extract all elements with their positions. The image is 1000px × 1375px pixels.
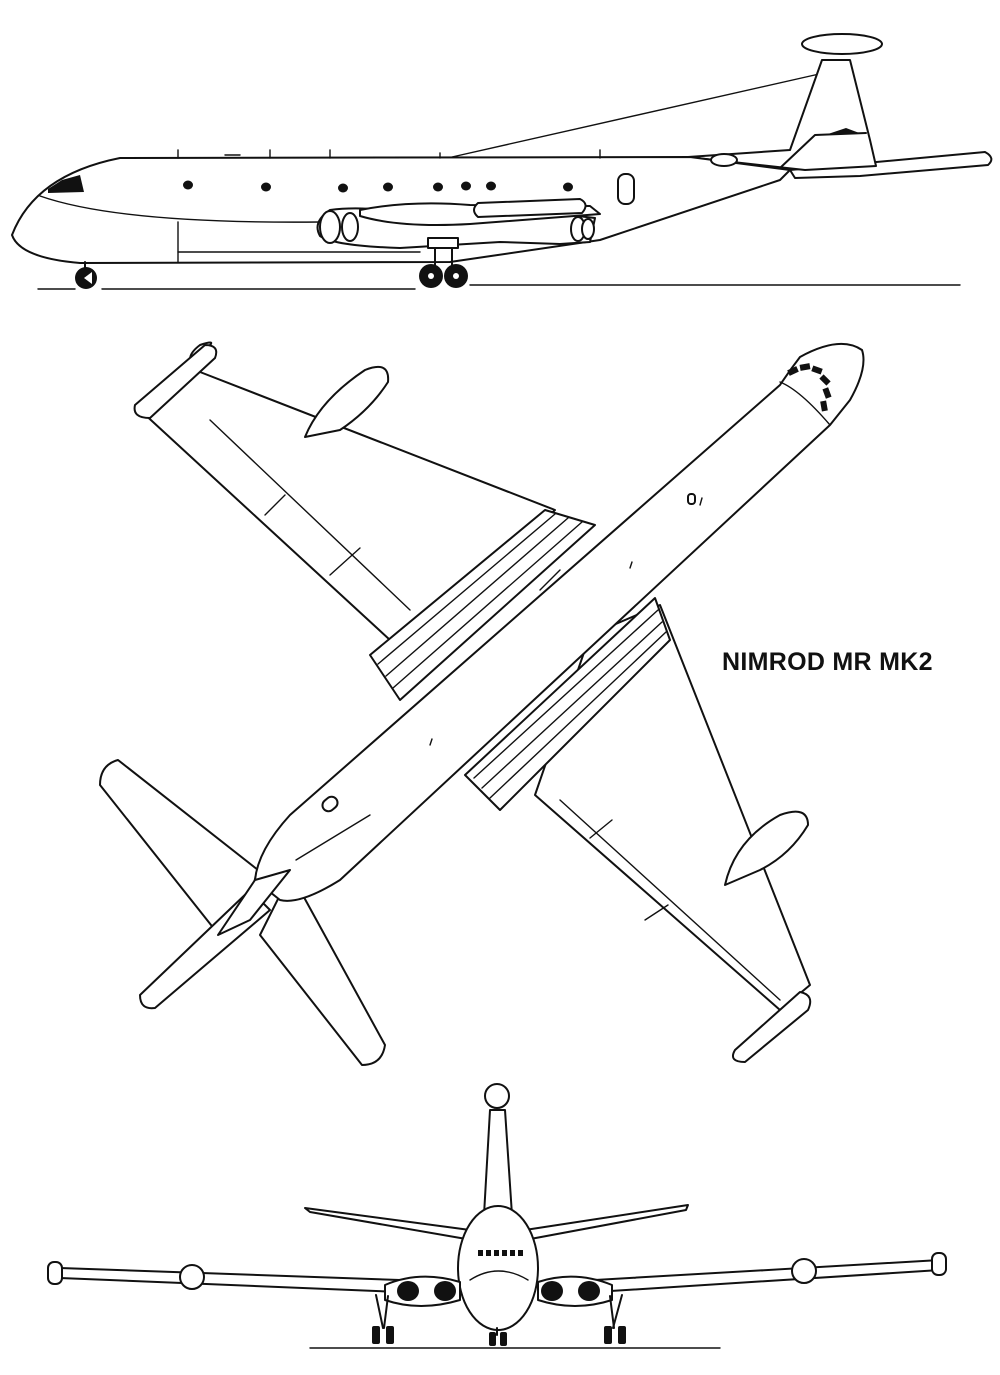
front-fuselage	[457, 1205, 539, 1331]
wing-pylon	[473, 198, 587, 218]
plan-fuselage	[254, 342, 865, 902]
rear-door	[617, 173, 635, 205]
wing-tip	[931, 1252, 947, 1276]
vertical-fin	[687, 59, 877, 171]
wing-control-surfaces	[209, 419, 781, 1001]
right-wingtip-pod	[724, 810, 809, 886]
cabin-windows	[183, 180, 573, 193]
front-fin	[483, 1109, 513, 1216]
wing-tip	[47, 1261, 63, 1285]
drawing-title: NIMROD MR MK2	[722, 648, 933, 676]
front-wing	[59, 1267, 401, 1293]
left-wingtip-pod	[304, 366, 390, 438]
nose-landing-gear	[489, 1327, 507, 1346]
main-landing-gear	[419, 237, 468, 288]
left-wing-tip	[133, 344, 218, 419]
right-wing-tip	[732, 991, 812, 1063]
right-tailplane	[259, 884, 386, 1066]
cockpit-windows	[787, 363, 832, 412]
tail-boom	[217, 869, 291, 936]
front-wing	[594, 1259, 941, 1293]
cockpit-windows	[478, 1250, 523, 1256]
fuselage-hatch	[687, 493, 696, 505]
cockpit-outline	[779, 381, 831, 426]
front-fuselage-lower	[469, 1270, 529, 1281]
fuselage-hatch	[321, 795, 339, 813]
dorsal-intake	[710, 153, 738, 167]
engine-block-lines	[473, 609, 667, 799]
left-engine-block	[369, 509, 596, 701]
main-landing-gear	[372, 1294, 626, 1344]
dorsal-aerials	[177, 149, 601, 159]
engine-intake	[319, 210, 341, 244]
fuselage-details	[295, 497, 703, 861]
tailplane	[789, 151, 993, 179]
fin-tip-pod	[801, 33, 883, 55]
nose-landing-gear	[75, 261, 97, 289]
front-tailplane	[524, 1204, 689, 1241]
cockpit-windows	[48, 175, 84, 193]
fin-fillet	[828, 128, 862, 134]
engine-intake	[341, 212, 359, 242]
engine-exhaust	[581, 218, 595, 240]
front-tailplane	[304, 1207, 473, 1241]
fuselage-panel-line	[39, 195, 321, 223]
wingtip-pod	[179, 1264, 205, 1290]
antenna-wire	[451, 71, 829, 158]
plan-view	[99, 341, 865, 1066]
engine-block-lines	[377, 513, 583, 689]
wingtip-pod	[791, 1258, 817, 1284]
side-view	[11, 33, 993, 290]
engine-intakes	[397, 1281, 600, 1301]
fin-tip-pod	[484, 1083, 510, 1109]
left-tailplane	[99, 759, 259, 931]
